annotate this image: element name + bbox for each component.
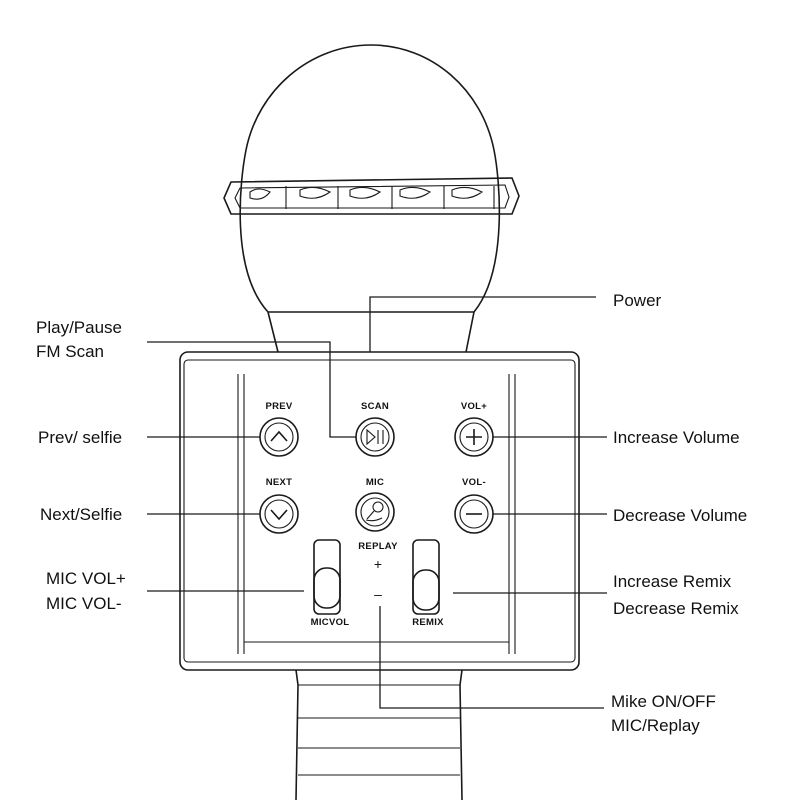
callout-decrease-remix: Decrease Remix xyxy=(613,599,739,618)
callout-mike-on-off: Mike ON/OFF xyxy=(611,692,716,711)
callout-prev-selfie: Prev/ selfie xyxy=(38,428,122,447)
mic-button[interactable] xyxy=(355,492,395,532)
chevron-up-icon xyxy=(270,430,288,442)
replay-label: REPLAY xyxy=(358,541,398,552)
next-button[interactable] xyxy=(259,494,299,534)
vol-up-button-label: VOL+ xyxy=(461,401,487,412)
callout-increase-remix: Increase Remix xyxy=(613,572,732,591)
vol-down-button[interactable] xyxy=(454,494,494,534)
minus-label: – xyxy=(374,586,382,602)
micvol-slider[interactable] xyxy=(313,539,341,615)
play-pause-icon xyxy=(366,428,384,446)
vol-up-button[interactable] xyxy=(454,417,494,457)
leader-play-pause xyxy=(147,341,356,438)
callout-play-pause: Play/Pause xyxy=(36,318,122,337)
scan-button-label: SCAN xyxy=(361,401,389,412)
callout-mic-vol-down: MIC VOL- xyxy=(46,594,122,613)
microphone-neck xyxy=(267,311,475,353)
callout-next-selfie: Next/Selfie xyxy=(40,505,122,524)
microphone-head xyxy=(239,44,501,313)
microphone-handle xyxy=(295,669,463,800)
scan-button[interactable] xyxy=(355,417,395,457)
head-ring-band xyxy=(223,177,520,215)
next-button-label: NEXT xyxy=(266,477,293,488)
plus-label: + xyxy=(374,556,382,572)
chevron-down-icon xyxy=(270,509,288,521)
plus-icon xyxy=(466,429,482,445)
leader-mic xyxy=(379,606,604,709)
prev-button[interactable] xyxy=(259,417,299,457)
remix-slider[interactable] xyxy=(412,539,440,615)
callout-increase-volume: Increase Volume xyxy=(613,428,740,447)
prev-button-label: PREV xyxy=(265,401,292,412)
microphone-icon xyxy=(365,501,384,522)
callout-decrease-volume: Decrease Volume xyxy=(613,506,747,525)
leader-power xyxy=(369,296,596,352)
callout-mic-replay: MIC/Replay xyxy=(611,716,700,735)
callout-fm-scan: FM Scan xyxy=(36,342,104,361)
callout-power: Power xyxy=(613,291,662,310)
mic-button-label: MIC xyxy=(366,477,384,488)
remix-label: REMIX xyxy=(412,617,444,628)
micvol-label: MICVOL xyxy=(311,617,350,628)
callout-mic-vol-up: MIC VOL+ xyxy=(46,569,126,588)
vol-down-button-label: VOL- xyxy=(462,477,486,488)
